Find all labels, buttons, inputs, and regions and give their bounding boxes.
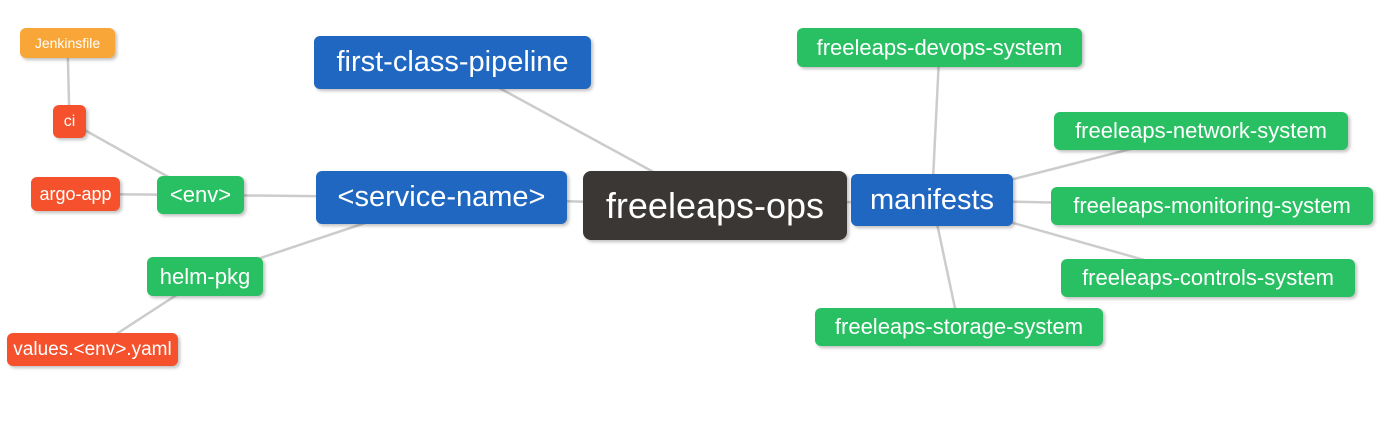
- node-helm-pkg[interactable]: helm-pkg: [147, 257, 263, 296]
- node-manifests[interactable]: manifests: [851, 174, 1013, 226]
- node-freeleaps-ops-root[interactable]: freeleaps-ops: [583, 171, 847, 240]
- node-freeleaps-monitoring-system[interactable]: freeleaps-monitoring-system: [1051, 187, 1373, 225]
- node-freeleaps-devops-system[interactable]: freeleaps-devops-system: [797, 28, 1082, 67]
- node-values-env-yaml[interactable]: values.<env>.yaml: [7, 333, 178, 366]
- node-freeleaps-storage-system[interactable]: freeleaps-storage-system: [815, 308, 1103, 346]
- node-env[interactable]: <env>: [157, 176, 244, 214]
- node-jenkinsfile[interactable]: Jenkinsfile: [20, 28, 115, 58]
- node-ci[interactable]: ci: [53, 105, 86, 138]
- node-first-class-pipeline[interactable]: first-class-pipeline: [314, 36, 591, 89]
- node-freeleaps-network-system[interactable]: freeleaps-network-system: [1054, 112, 1348, 150]
- node-freeleaps-controls-system[interactable]: freeleaps-controls-system: [1061, 259, 1355, 297]
- node-service-name[interactable]: <service-name>: [316, 171, 567, 224]
- node-argo-app[interactable]: argo-app: [31, 177, 120, 211]
